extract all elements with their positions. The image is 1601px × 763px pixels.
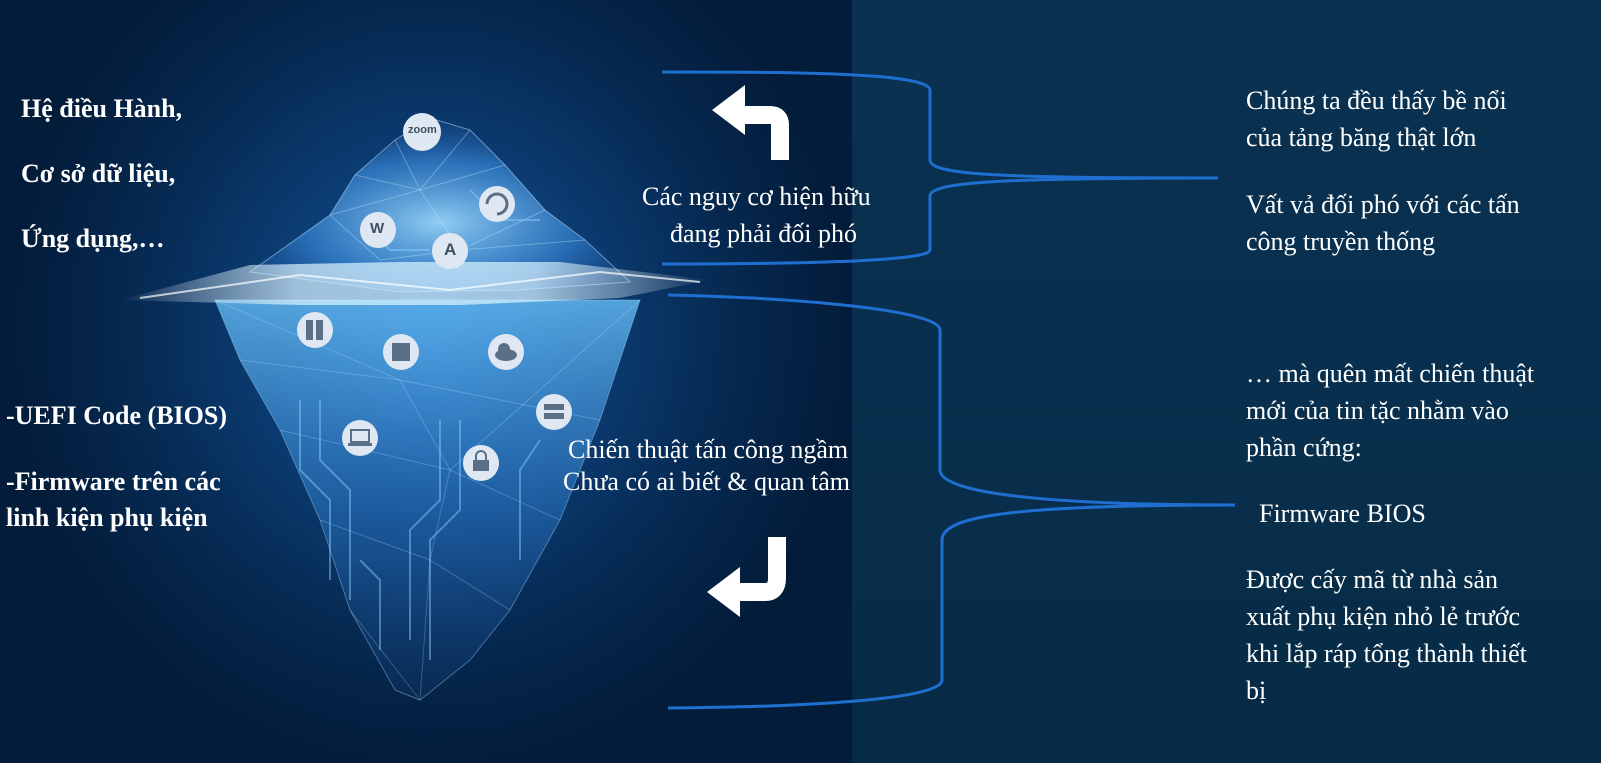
right-background-panel — [852, 0, 1601, 763]
pdf-logo-text: A — [444, 240, 457, 259]
word-logo-text: W — [370, 220, 385, 237]
right-label-forgot-line2: mới của tin tặc nhằm vào — [1246, 396, 1509, 425]
iceberg-bottom-shape — [214, 299, 641, 701]
left-label-firmware-line2: linh kiện phụ kiện — [6, 503, 208, 532]
left-label-database: Cơ sở dữ liệu, — [21, 159, 176, 188]
right-label-traditional-line1: Vất vả đối phó với các tấn — [1246, 190, 1520, 219]
left-label-uefi: -UEFI Code (BIOS) — [6, 401, 228, 430]
right-label-firmware-bios: Firmware BIOS — [1259, 499, 1426, 528]
water-surface — [120, 262, 710, 305]
iceberg-bottom-facets — [214, 299, 641, 701]
server-icon — [297, 312, 333, 348]
refresh-icon — [479, 186, 515, 222]
right-label-implant-line4: bị — [1246, 676, 1267, 705]
middle-label-threats-line1: Các nguy cơ hiện hữu — [642, 182, 871, 211]
right-label-implant-line3: khi lắp ráp tổng thành thiết — [1246, 639, 1527, 668]
right-label-surface-line1: Chúng ta đều thấy bề nổi — [1246, 86, 1507, 115]
pdf-icon — [432, 233, 468, 269]
zoom-logo-text: zoom — [408, 124, 437, 136]
right-label-traditional-line2: công truyền thống — [1246, 227, 1436, 256]
bottom-bracket — [667, 293, 1236, 710]
middle-label-hidden-line2: Chưa có ai biết & quan tâm — [563, 467, 851, 496]
cloud-icon — [488, 334, 524, 370]
left-label-os: Hệ điều Hành, — [21, 94, 183, 123]
up-arrow-icon — [712, 85, 789, 160]
top-bracket — [661, 70, 1219, 266]
right-label-implant-line1: Được cấy mã từ nhà sản — [1246, 565, 1499, 594]
iceberg-top-facets — [329, 129, 586, 261]
right-label-forgot-line1: … mà quên mất chiến thuật — [1246, 359, 1535, 388]
left-label-firmware-line1: -Firmware trên các — [6, 467, 221, 496]
zoom-icon — [403, 113, 441, 151]
middle-label-threats-line2: đang phải đối phó — [670, 219, 858, 248]
right-label-forgot-line3: phần cứng: — [1246, 433, 1362, 462]
word-document-icon — [360, 212, 396, 248]
right-label-surface-line2: của tảng băng thật lớn — [1246, 123, 1477, 152]
laptop-icon — [342, 420, 378, 456]
chip-icon — [383, 334, 419, 370]
right-label-implant-line2: xuất phụ kiện nhỏ lẻ trước — [1246, 602, 1521, 631]
down-arrow-icon — [707, 537, 786, 617]
lock-icon — [463, 445, 499, 481]
middle-label-hidden-line1: Chiến thuật tấn công ngầm — [568, 435, 849, 464]
storage-icon — [536, 394, 572, 430]
left-label-apps: Ứng dụng,… — [21, 224, 165, 253]
